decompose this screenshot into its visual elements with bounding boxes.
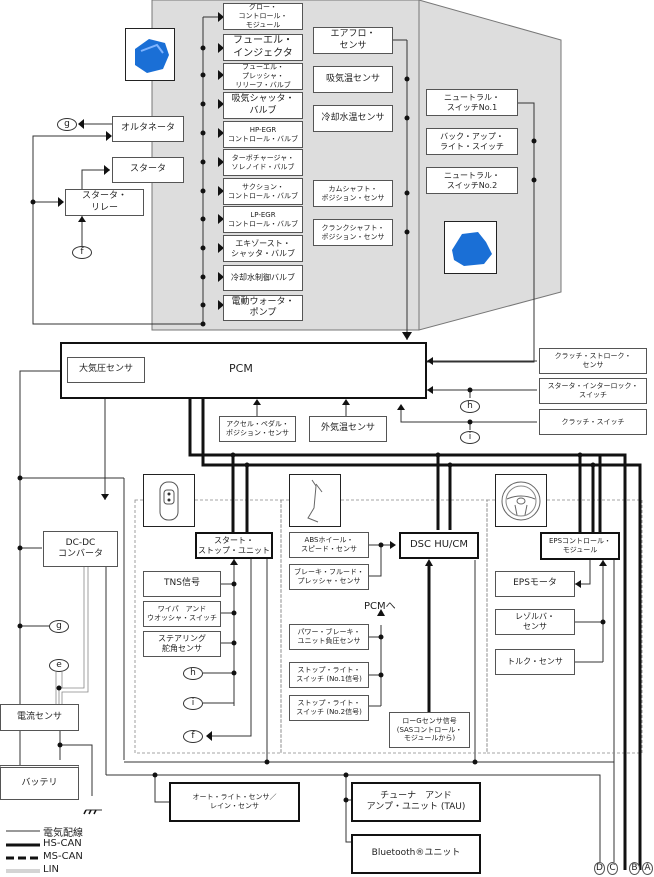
bus-end-a: A <box>642 862 653 875</box>
actuator-fuel-injector: フューエル・ インジェクタ <box>223 34 303 61</box>
dsc-hu-cm: DSC HU/CM <box>399 532 479 559</box>
current-sensor: 電流センサ <box>0 704 79 731</box>
connector-f-top: f <box>72 246 92 259</box>
engine-icon <box>135 38 169 73</box>
transmission-panel <box>418 0 562 331</box>
legend-hs-can: HS-CAN <box>43 838 82 849</box>
sensor-torque: トルク・センサ <box>495 649 575 675</box>
eps-motor: EPSモータ <box>495 571 575 597</box>
actuator-turbo-solenoid-valve: ターボチャージャ・ ソレノイド・バルブ <box>223 149 303 176</box>
steering-wheel-image <box>495 474 547 527</box>
actuator-intake-shutter-valve: 吸気シャッタ・ バルブ <box>223 92 303 119</box>
actuator-glow-control-module: グロー・ コントロール・ モジュール <box>223 3 303 30</box>
connector-f-ss: f <box>183 730 203 743</box>
key-fob-image <box>143 474 195 527</box>
steering-wheel-icon <box>501 481 541 520</box>
bus-end-c: C <box>607 862 618 875</box>
switch-clutch: クラッチ・スイッチ <box>539 409 647 435</box>
connector-i-ss: i <box>183 697 203 710</box>
legend-wiring: 電気配線 <box>43 828 83 839</box>
brake-pedal-image <box>289 474 341 527</box>
sensor-brake-fluid-pressure: ブレーキ・フルード・ プレッシャ・センサ <box>289 564 369 590</box>
auto-light-rain-sensor: オート・ライト・センサ／ レイン・センサ <box>169 782 300 822</box>
connector-g-top: g <box>57 118 77 131</box>
engine-image <box>125 28 175 81</box>
battery: バッテリ <box>0 765 79 800</box>
switch-neutral-no1: ニュートラル・ スイッチNo.1 <box>426 89 518 116</box>
signal-tns: TNS信号 <box>143 571 221 597</box>
switch-starter-interlock: スタータ・インターロック・ スイッチ <box>539 378 647 404</box>
eps-control-module: EPSコントロール・ モジュール <box>540 532 620 560</box>
sensor-barometric: 大気圧センサ <box>67 357 145 383</box>
actuator-coolant-control-valve: 冷却水制御バルブ <box>223 265 303 291</box>
actuator-lp-egr-valve: LP-EGR コントロール・バルブ <box>223 206 303 233</box>
dcdc-converter: DC-DC コンバータ <box>43 531 118 567</box>
to-pcm-label: PCMへ <box>364 601 396 612</box>
sensor-ambient-temp: 外気温センサ <box>309 416 387 442</box>
actuator-hp-egr-valve: HP-EGR コントロール・バルブ <box>223 121 303 148</box>
transmission-icon <box>451 231 492 266</box>
alternator: オルタネータ <box>112 116 184 142</box>
connector-i-pcm: i <box>460 431 480 444</box>
sensor-clutch-stroke: クラッチ・ストローク・ センサ <box>539 348 647 374</box>
bus-end-d: D <box>594 862 605 875</box>
switch-backup-light: バック・アップ・ ライト・スイッチ <box>426 128 518 155</box>
sensor-accelerator-pedal: アクセル・ペダル・ ポジション・センサ <box>219 416 296 442</box>
pcm-label: PCM <box>229 362 253 375</box>
transmission-image <box>444 221 497 274</box>
connector-g-bottom: g <box>49 620 69 633</box>
key-fob-icon <box>159 481 179 520</box>
actuator-exhaust-shutter-valve: エキゾースト・ シャッタ・バルブ <box>223 235 303 262</box>
sensor-brake-booster-vacuum: パワー・ブレーキ・ ユニット負圧センサ <box>289 624 369 650</box>
connector-e: e <box>49 659 69 672</box>
sensor-coolant-temp: 冷却水温センサ <box>313 105 393 132</box>
switch-wiper-washer: ワイパ アンド ウオッシャ・スイッチ <box>143 601 221 627</box>
sensor-resolver: レゾルバ・ センサ <box>495 609 575 635</box>
signal-low-g-sensor: ローGセンサ信号 (SASコントロール・ モジュールから) <box>389 712 470 748</box>
actuator-fuel-pressure-relief-valve: フューエル・ プレッシャ・ リリーフ・バルブ <box>223 63 303 90</box>
starter-relay: スタータ・ リレー <box>65 189 144 216</box>
sensor-airflow: エアフロ・ センサ <box>313 27 393 54</box>
tuner-amp-unit: チューナ アンド アンプ・ユニット (TAU) <box>351 782 481 822</box>
actuator-electric-water-pump: 電動ウォータ・ ポンプ <box>223 295 303 321</box>
connector-h-pcm: h <box>460 400 480 413</box>
start-stop-unit: スタート・ ストップ・ユニット <box>195 532 273 559</box>
starter: スタータ <box>112 157 184 183</box>
sensor-intake-air-temp: 吸気温センサ <box>313 66 393 93</box>
legend-lin: LIN <box>43 864 60 875</box>
sensor-crankshaft-position: クランクシャフト・ ポジション・センサ <box>313 219 393 246</box>
brake-pedal-icon <box>307 479 323 522</box>
actuator-suction-control-valve: サクション・ コントロール・バルブ <box>223 178 303 205</box>
bus-end-b: B <box>629 862 640 875</box>
switch-stop-light-no1: ストップ・ライト・ スイッチ (No.1信号) <box>289 662 369 688</box>
sensor-abs-wheel-speed: ABSホイール・ スピード・センサ <box>289 532 369 558</box>
switch-stop-light-no2: ストップ・ライト・ スイッチ (No.2信号) <box>289 695 369 721</box>
sensor-camshaft-position: カムシャフト・ ポジション・センサ <box>313 180 393 207</box>
sensor-steering-angle: ステアリング 舵角センサ <box>143 631 221 657</box>
bluetooth-unit: Bluetooth®ユニット <box>351 834 481 874</box>
connector-h-ss: h <box>183 667 203 680</box>
legend-ms-can: MS-CAN <box>43 851 83 862</box>
switch-neutral-no2: ニュートラル・ スイッチNo.2 <box>426 167 518 194</box>
